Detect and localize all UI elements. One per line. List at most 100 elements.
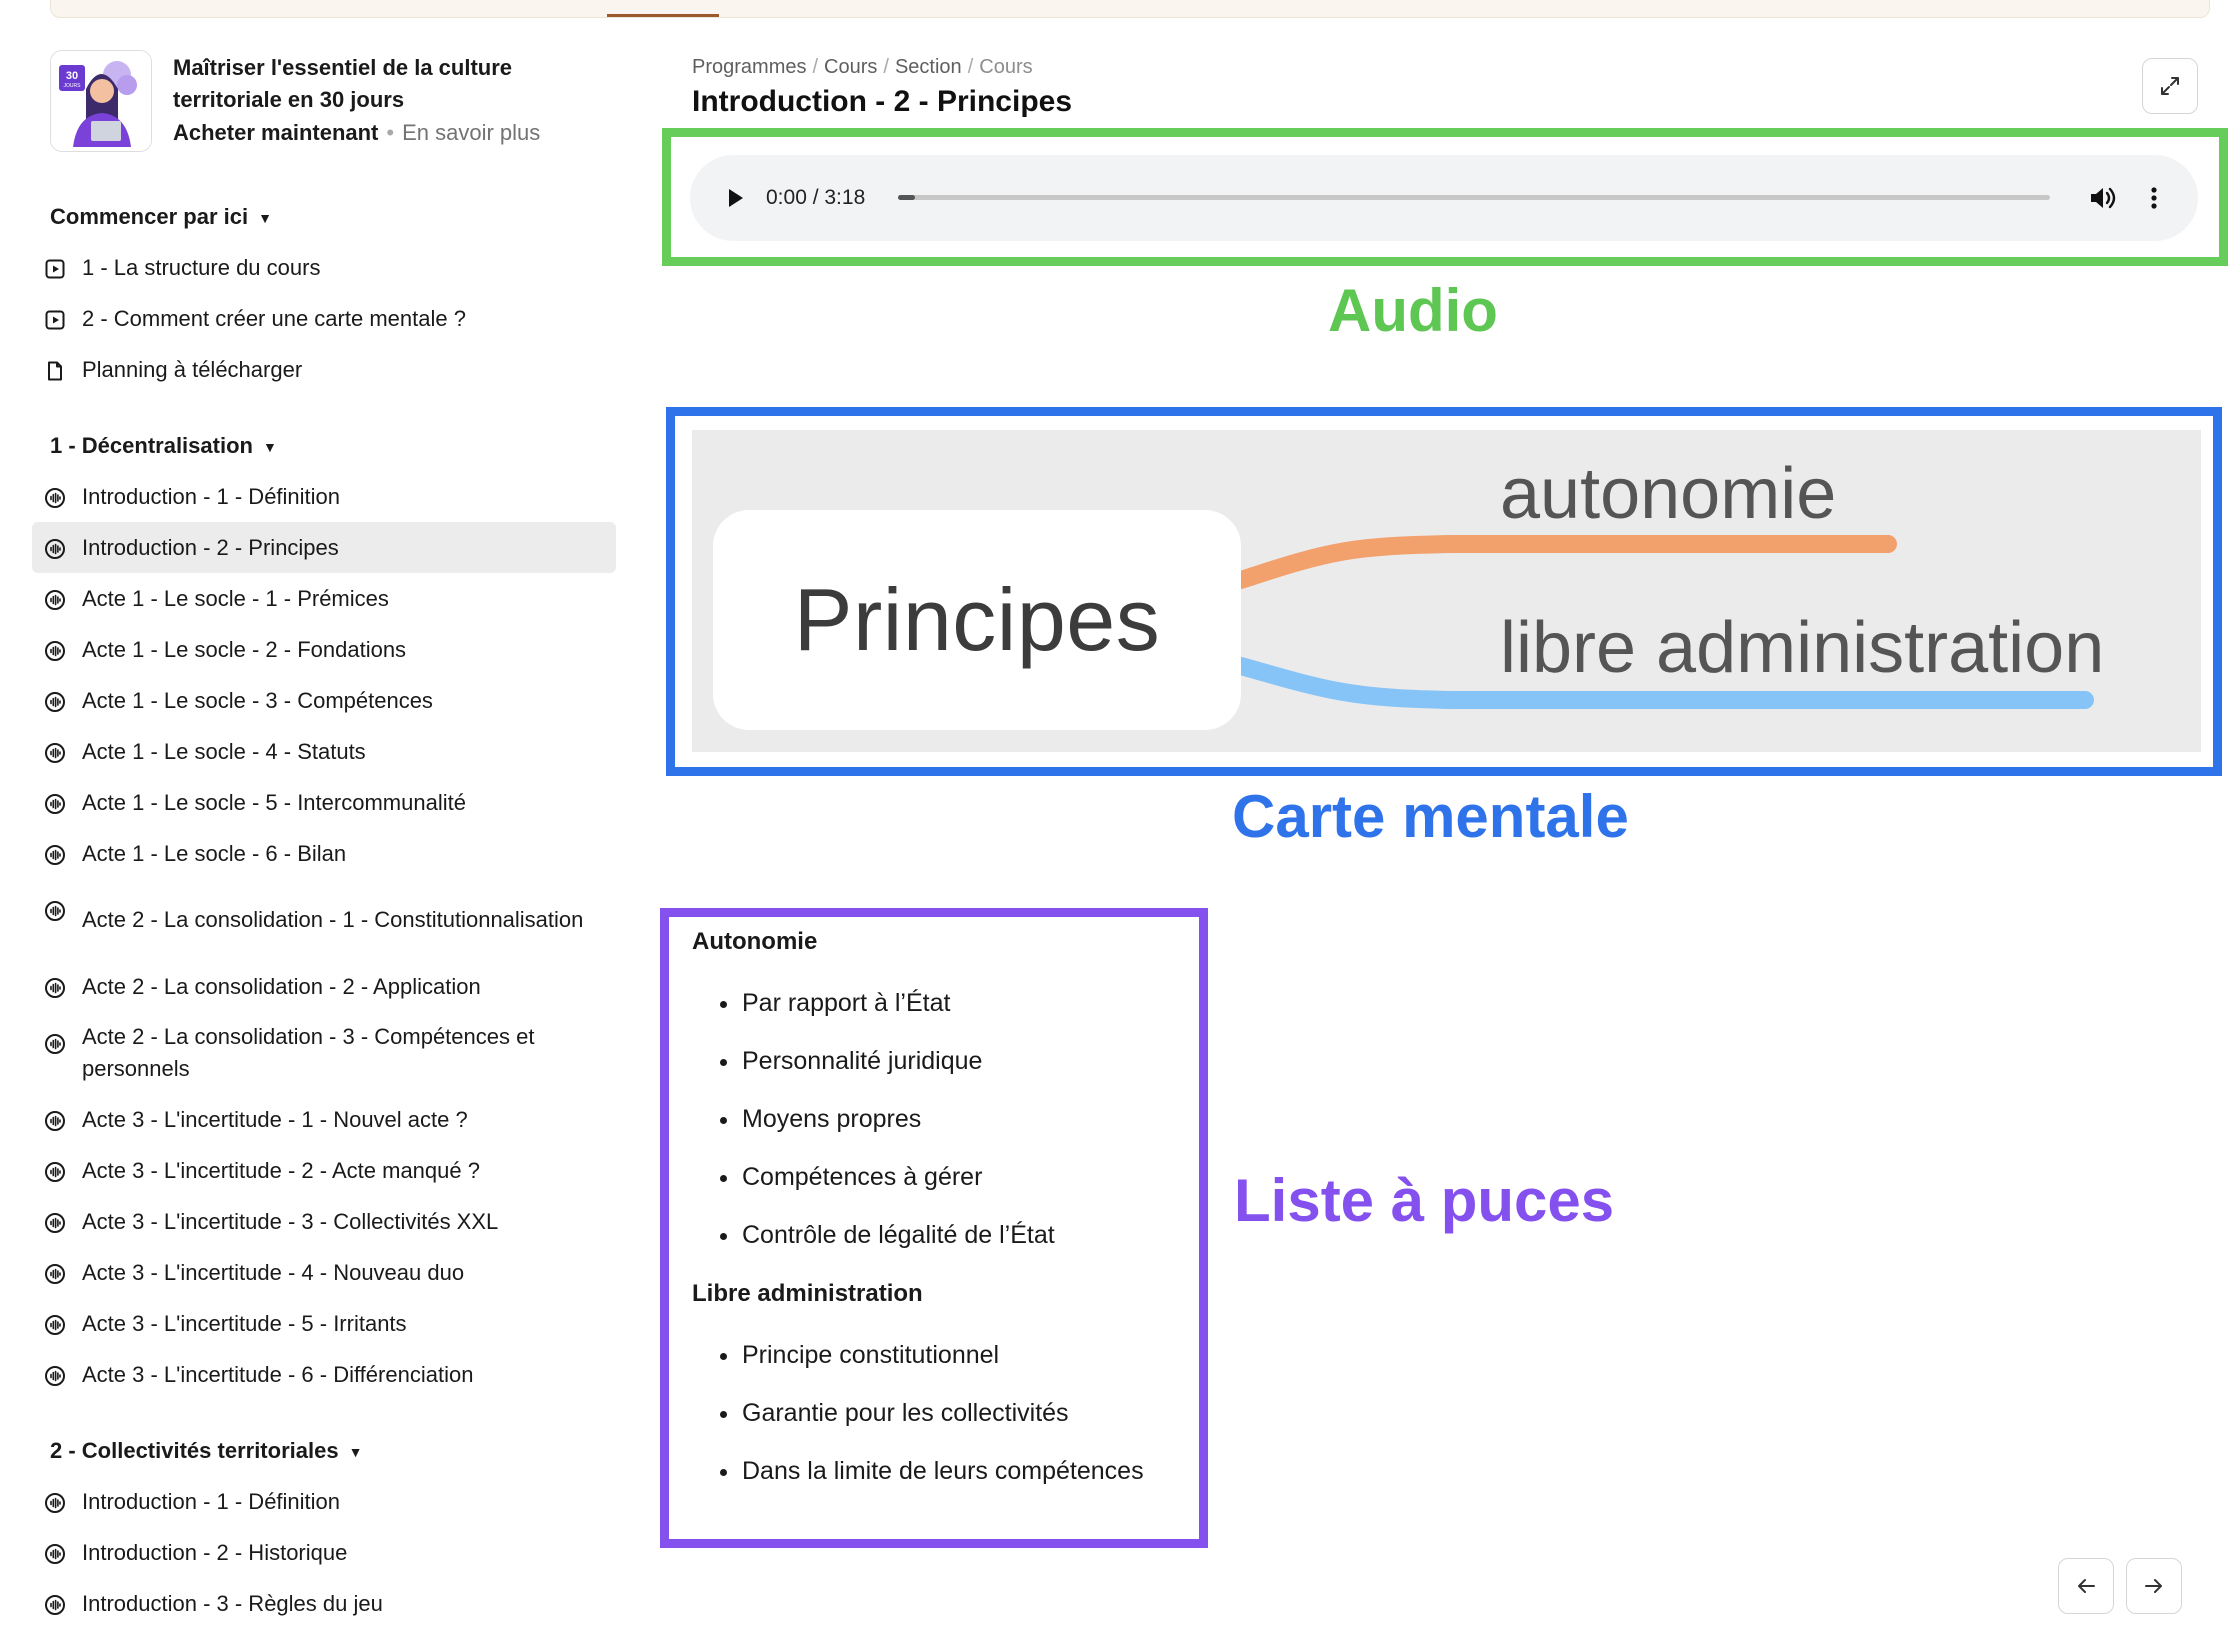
lesson-label: Acte 2 - La consolidation - 2 - Applicat… xyxy=(82,973,481,999)
more-options-icon[interactable] xyxy=(2138,182,2170,214)
audio-icon xyxy=(44,1262,66,1284)
thumb-badge: 30 xyxy=(66,70,78,82)
lesson-label: Introduction - 2 - Historique xyxy=(82,1539,348,1565)
mindmap-branch-libre-administration xyxy=(1232,657,2094,709)
lesson-label: Acte 3 - L'incertitude - 3 - Collectivit… xyxy=(82,1208,499,1234)
section-toggle[interactable]: Commencer par ici▼ xyxy=(32,192,616,242)
breadcrumb: Programmes/Cours/Section/Cours xyxy=(692,52,1033,82)
sidebar-lesson-item[interactable]: Acte 3 - L'incertitude - 6 - Différencia… xyxy=(32,1349,616,1400)
fullscreen-button[interactable] xyxy=(2142,58,2198,114)
sidebar-lesson-item[interactable]: 1 - La structure du cours xyxy=(32,242,616,293)
list-item: Dans la limite de leurs compétences xyxy=(692,1454,1202,1488)
audio-icon xyxy=(44,588,66,610)
lesson-label: Planning à télécharger xyxy=(82,356,303,382)
separator-dot: • xyxy=(386,120,395,145)
breadcrumb-programmes[interactable]: Programmes xyxy=(692,56,807,78)
mindmap-root-node: Principes xyxy=(713,510,1241,730)
sidebar-lesson-item[interactable]: Acte 1 - Le socle - 1 - Prémices xyxy=(32,573,616,624)
sidebar-lesson-item[interactable]: 2 - Comment créer une carte mentale ? xyxy=(32,293,616,344)
sidebar-lesson-item[interactable]: Acte 3 - L'incertitude - 4 - Nouveau duo xyxy=(32,1247,616,1298)
breadcrumb-separator: / xyxy=(812,56,819,78)
lesson-label: Acte 1 - Le socle - 2 - Fondations xyxy=(82,636,407,662)
audio-icon xyxy=(44,1593,66,1615)
list-item: Garantie pour les collectivités xyxy=(692,1396,1202,1430)
lesson-label: Acte 1 - Le socle - 6 - Bilan xyxy=(82,840,347,866)
expand-icon xyxy=(2161,77,2179,95)
list-item: Principe constitutionnel xyxy=(692,1338,1202,1372)
audio-icon xyxy=(44,1032,66,1054)
breadcrumb-current: Cours xyxy=(979,56,1033,78)
sidebar-lesson-item[interactable]: Acte 2 - La consolidation - 1 - Constitu… xyxy=(32,879,616,961)
breadcrumb-separator: / xyxy=(967,56,974,78)
lesson-label: Introduction - 1 - Définition xyxy=(82,483,341,509)
sidebar-lesson-item[interactable]: Introduction - 2 - Historique xyxy=(32,1527,616,1578)
sidebar-lesson-item[interactable]: Acte 3 - L'incertitude - 5 - Irritants xyxy=(32,1298,616,1349)
audio-progress xyxy=(898,195,916,200)
sidebar-lesson-item[interactable]: Acte 1 - Le socle - 2 - Fondations xyxy=(32,624,616,675)
course-thumbnail[interactable]: 30 JOURS xyxy=(50,50,152,152)
lesson-label: Acte 3 - L'incertitude - 2 - Acte manqué… xyxy=(82,1157,480,1183)
sidebar-lesson-item[interactable]: Introduction - 1 - Définition xyxy=(32,1476,616,1527)
volume-icon[interactable] xyxy=(2086,182,2118,214)
caret-down-icon: ▼ xyxy=(348,1444,363,1461)
sidebar-lesson-item[interactable]: Acte 1 - Le socle - 3 - Compétences xyxy=(32,675,616,726)
sidebar-lesson-item[interactable]: Introduction - 3 - Règles du jeu xyxy=(32,1578,616,1629)
audio-time: 0:00 / 3:18 xyxy=(766,186,866,209)
lesson-label: Introduction - 1 - Définition xyxy=(82,1488,341,1514)
course-title[interactable]: Maîtriser l'essentiel de la culture terr… xyxy=(173,55,513,112)
thumb-badge-sub: JOURS xyxy=(64,83,82,89)
audio-icon xyxy=(44,1313,66,1335)
audio-icon xyxy=(44,1211,66,1233)
next-lesson-button[interactable] xyxy=(2126,1558,2182,1614)
list-item: Personnalité juridique xyxy=(692,1044,1202,1078)
sidebar-lesson-item[interactable]: Acte 3 - L'incertitude - 3 - Collectivit… xyxy=(32,1196,616,1247)
section-toggle[interactable]: 2 - Collectivités territoriales ▼ xyxy=(32,1426,616,1476)
breadcrumb-separator: / xyxy=(883,56,889,78)
play-icon[interactable] xyxy=(720,183,750,213)
mindmap-branch-label-libre-administration: libre administration xyxy=(1500,608,2105,688)
sidebar-lesson-item[interactable]: Acte 2 - La consolidation - 2 - Applicat… xyxy=(32,961,616,1012)
sidebar-lesson-item[interactable]: Acte 1 - Le socle - 4 - Statuts xyxy=(32,726,616,777)
sidebar-lesson-item[interactable]: Acte 3 - L'incertitude - 1 - Nouvel acte… xyxy=(32,1094,616,1145)
course-card: 30 JOURS Maîtriser l'essentiel de la cul… xyxy=(50,50,630,160)
mindmap-image: Principes autonomie libre administration xyxy=(692,430,2201,752)
buy-now-link[interactable]: Acheter maintenant xyxy=(173,120,379,145)
caret-down-icon: ▼ xyxy=(258,210,272,227)
breadcrumb-section[interactable]: Section xyxy=(894,56,962,78)
section-title: 2 - Collectivités territoriales xyxy=(50,1438,339,1463)
mindmap-branch-label-autonomie: autonomie xyxy=(1500,454,1837,534)
section-toggle[interactable]: 1 - Décentralisation▼ xyxy=(32,421,616,471)
sidebar-lesson-item[interactable]: Acte 1 - Le socle - 5 - Intercommunalité xyxy=(32,777,616,828)
section-gap xyxy=(32,395,616,421)
sidebar-lesson-item[interactable]: Acte 2 - La consolidation - 3 - Compéten… xyxy=(32,1012,616,1094)
audio-icon xyxy=(44,899,66,921)
audio-player[interactable]: 0:00 / 3:18 xyxy=(690,155,2198,241)
course-sidebar: 30 JOURS Maîtriser l'essentiel de la cul… xyxy=(0,0,630,1640)
audio-icon xyxy=(44,690,66,712)
sidebar-lesson-item[interactable]: Planning à télécharger xyxy=(32,344,616,395)
lesson-label: Acte 3 - L'incertitude - 1 - Nouvel acte… xyxy=(82,1106,468,1132)
learn-more-link[interactable]: En savoir plus xyxy=(402,120,541,145)
sidebar-lesson-item[interactable]: Acte 3 - L'incertitude - 2 - Acte manqué… xyxy=(32,1145,616,1196)
previous-lesson-button[interactable] xyxy=(2058,1558,2114,1614)
sidebar-lesson-item[interactable]: Introduction - 2 - Principes xyxy=(32,522,616,573)
sidebar-lesson-item[interactable]: Introduction - 1 - Définition xyxy=(32,471,616,522)
sidebar-lesson-item[interactable]: Acte 1 - Le socle - 6 - Bilan xyxy=(32,828,616,879)
lesson-label: 1 - La structure du cours xyxy=(82,254,321,280)
mindmap-highlight-frame xyxy=(666,407,2222,776)
audio-icon xyxy=(44,537,66,559)
audio-highlight-frame xyxy=(662,128,2228,266)
audio-icon xyxy=(44,976,66,998)
audio-icon xyxy=(44,1364,66,1386)
lesson-label: Acte 3 - L'incertitude - 6 - Différencia… xyxy=(82,1361,474,1387)
list-highlight-frame xyxy=(660,908,1208,1548)
video-icon xyxy=(44,257,66,279)
breadcrumb-cours[interactable]: Cours xyxy=(824,56,878,78)
lesson-label: 2 - Comment créer une carte mentale ? xyxy=(82,305,466,331)
video-icon xyxy=(44,308,66,330)
audio-seek-bar[interactable] xyxy=(898,195,2050,200)
audio-icon xyxy=(44,639,66,661)
